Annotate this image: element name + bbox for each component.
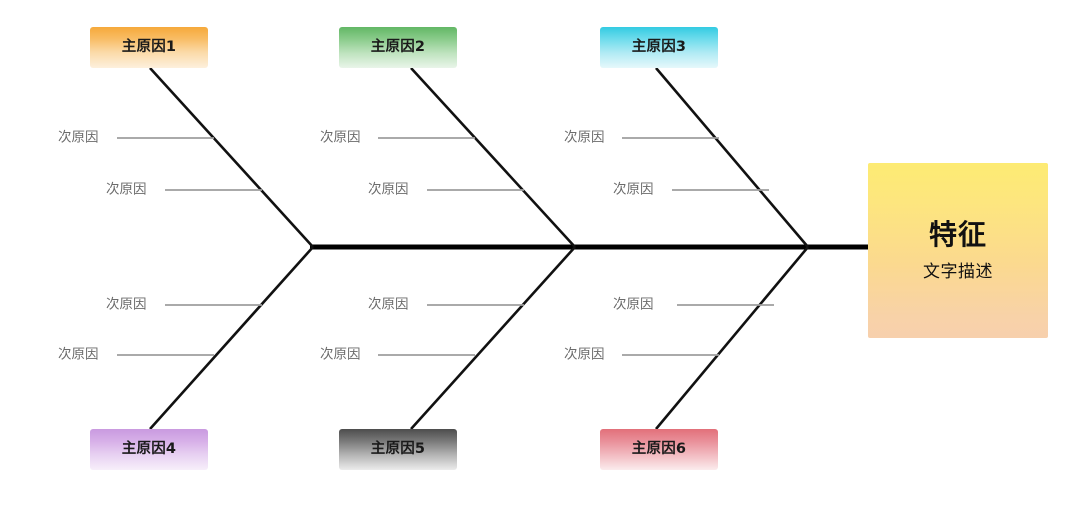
category-label-cause-1: 主原因1: [121, 39, 177, 56]
sub-cause-label-cause-5-0[interactable]: 次原因: [368, 296, 409, 313]
category-label-cause-4: 主原因4: [121, 441, 177, 458]
sub-cause-label-cause-4-1[interactable]: 次原因: [58, 346, 99, 363]
sub-cause-label-cause-1-1[interactable]: 次原因: [106, 181, 147, 198]
sub-cause-label-cause-3-1[interactable]: 次原因: [613, 181, 654, 198]
category-box-cause-4[interactable]: 主原因4: [90, 429, 208, 470]
branch-line-cause-4: [149, 246, 314, 430]
sub-cause-label-cause-3-0[interactable]: 次原因: [564, 129, 605, 146]
sub-cause-label-cause-6-1[interactable]: 次原因: [564, 346, 605, 363]
category-label-cause-2: 主原因2: [370, 39, 426, 56]
effect-description: 文字描述: [923, 261, 993, 282]
category-box-cause-2[interactable]: 主原因2: [339, 27, 457, 68]
branch-line-cause-5: [410, 246, 576, 430]
branch-line-cause-3: [655, 67, 809, 248]
category-label-cause-3: 主原因3: [631, 39, 687, 56]
category-box-cause-1[interactable]: 主原因1: [90, 27, 208, 68]
effect-box[interactable]: 特征 文字描述: [868, 163, 1048, 338]
category-box-cause-3[interactable]: 主原因3: [600, 27, 718, 68]
category-label-cause-6: 主原因6: [631, 441, 687, 458]
effect-title: 特征: [928, 217, 987, 251]
category-box-cause-5[interactable]: 主原因5: [339, 429, 457, 470]
sub-cause-label-cause-1-0[interactable]: 次原因: [58, 129, 99, 146]
branch-line-cause-2: [410, 67, 576, 248]
category-box-cause-6[interactable]: 主原因6: [600, 429, 718, 470]
branch-line-cause-1: [149, 67, 314, 248]
sub-cause-label-cause-6-0[interactable]: 次原因: [613, 296, 654, 313]
sub-cause-label-cause-2-0[interactable]: 次原因: [320, 129, 361, 146]
sub-cause-label-cause-4-0[interactable]: 次原因: [106, 296, 147, 313]
sub-cause-label-cause-5-1[interactable]: 次原因: [320, 346, 361, 363]
branch-line-cause-6: [655, 246, 809, 430]
category-label-cause-5: 主原因5: [370, 441, 426, 458]
sub-cause-label-cause-2-1[interactable]: 次原因: [368, 181, 409, 198]
